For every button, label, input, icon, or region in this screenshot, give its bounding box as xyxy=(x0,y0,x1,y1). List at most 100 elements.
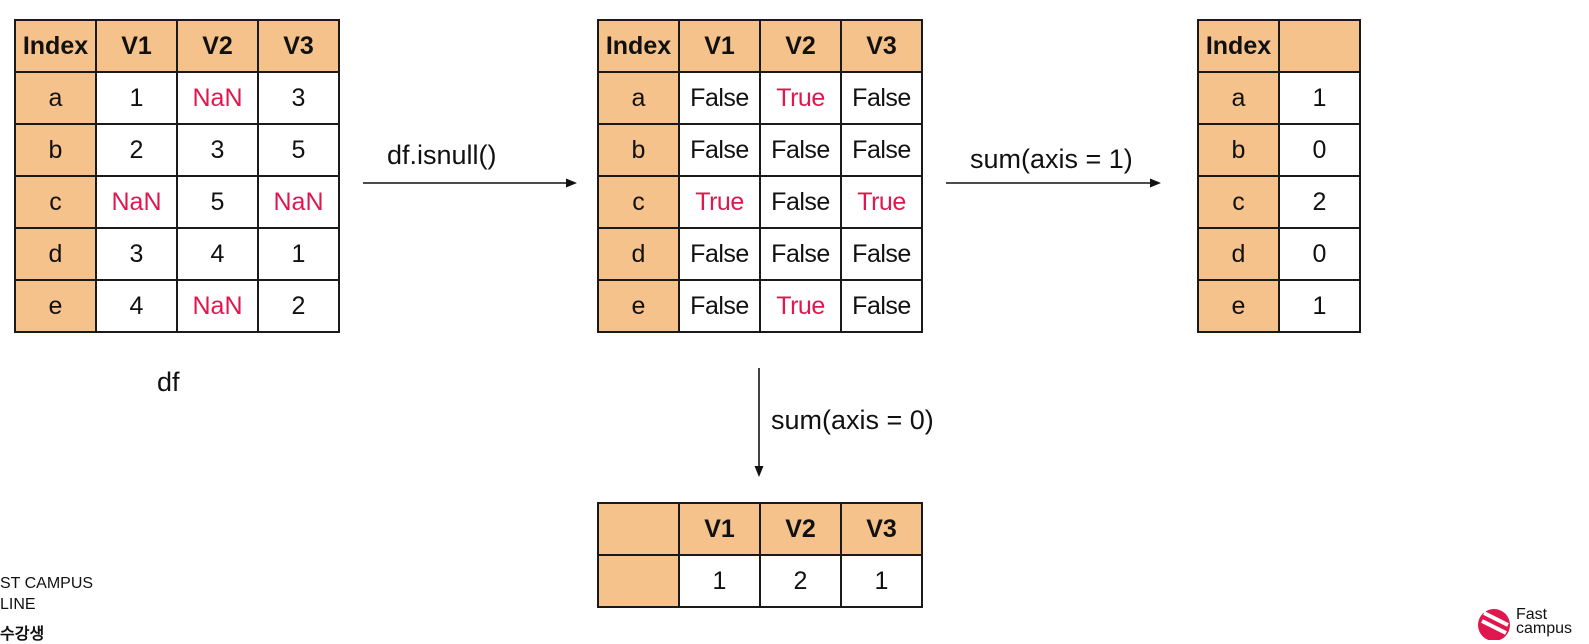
value-cell: 5 xyxy=(176,175,259,229)
header-cell xyxy=(1278,19,1361,73)
value-cell: 4 xyxy=(176,227,259,281)
value-cell: 1 xyxy=(840,554,923,608)
header-cell: V2 xyxy=(759,502,842,556)
header-cell: V2 xyxy=(759,19,842,73)
table-row: b 2 3 5 xyxy=(14,123,340,177)
table-row: a 1 xyxy=(1197,71,1361,125)
footer-line-3: 수강생 xyxy=(0,626,45,643)
df-table: Index V1 V2 V3 a 1 NaN 3 b 2 3 5 c NaN 5… xyxy=(14,19,340,333)
bool-cell: False xyxy=(759,175,842,229)
table-row: a False True False xyxy=(597,71,923,125)
index-cell: b xyxy=(14,123,97,177)
header-cell: V1 xyxy=(678,19,761,73)
isnull-arrow xyxy=(363,178,577,188)
col-sum-table: V1 V2 V3 1 2 1 xyxy=(597,502,923,608)
table-row: e False True False xyxy=(597,279,923,333)
index-cell: b xyxy=(597,123,680,177)
table-row: d 3 4 1 xyxy=(14,227,340,281)
index-cell: e xyxy=(597,279,680,333)
value-cell: 2 xyxy=(759,554,842,608)
bool-cell: False xyxy=(678,227,761,281)
header-cell: Index xyxy=(1197,19,1280,73)
value-cell: 0 xyxy=(1278,123,1361,177)
index-cell xyxy=(597,554,680,608)
true-cell: True xyxy=(759,71,842,125)
index-cell: c xyxy=(1197,175,1280,229)
index-cell: d xyxy=(597,227,680,281)
header-cell: V1 xyxy=(95,19,178,73)
index-cell: e xyxy=(1197,279,1280,333)
footer-line-2: LINE xyxy=(0,596,36,613)
bool-cell: False xyxy=(678,279,761,333)
sum-axis1-label: sum(axis = 1) xyxy=(970,144,1133,174)
true-cell: True xyxy=(678,175,761,229)
value-cell: 3 xyxy=(95,227,178,281)
sum-axis0-arrow xyxy=(754,368,764,477)
table-header-row: Index V1 V2 V3 xyxy=(597,19,923,73)
bool-cell: False xyxy=(678,71,761,125)
table-row: 1 2 1 xyxy=(597,554,923,608)
index-cell: d xyxy=(14,227,97,281)
value-cell: 1 xyxy=(1278,71,1361,125)
bool-cell: False xyxy=(759,123,842,177)
value-cell: 2 xyxy=(95,123,178,177)
value-cell: 3 xyxy=(257,71,340,125)
index-cell: d xyxy=(1197,227,1280,281)
header-cell: V1 xyxy=(678,502,761,556)
index-cell: c xyxy=(597,175,680,229)
value-cell: 2 xyxy=(1278,175,1361,229)
table-row: b 0 xyxy=(1197,123,1361,177)
value-cell: 3 xyxy=(176,123,259,177)
table-row: c NaN 5 NaN xyxy=(14,175,340,229)
table-header-row: V1 V2 V3 xyxy=(597,502,923,556)
index-cell: b xyxy=(1197,123,1280,177)
row-sum-table: Index a 1 b 0 c 2 d 0 e 1 xyxy=(1197,19,1361,333)
brand-text-line-2: campus xyxy=(1516,620,1573,637)
value-cell: 5 xyxy=(257,123,340,177)
bool-cell: False xyxy=(840,71,923,125)
table-row: a 1 NaN 3 xyxy=(14,71,340,125)
value-cell: 1 xyxy=(95,71,178,125)
footer-line-1: ST CAMPUS xyxy=(0,575,94,592)
table-row: d 0 xyxy=(1197,227,1361,281)
index-cell: a xyxy=(597,71,680,125)
value-cell: 1 xyxy=(678,554,761,608)
nan-cell: NaN xyxy=(95,175,178,229)
df-label: df xyxy=(157,367,180,397)
index-cell: c xyxy=(14,175,97,229)
isnull-label: df.isnull() xyxy=(387,140,497,170)
table-row: b False False False xyxy=(597,123,923,177)
nan-cell: NaN xyxy=(257,175,340,229)
header-cell: V3 xyxy=(840,502,923,556)
table-row: c True False True xyxy=(597,175,923,229)
table-row: e 1 xyxy=(1197,279,1361,333)
header-cell: Index xyxy=(597,19,680,73)
header-cell: V3 xyxy=(257,19,340,73)
header-cell xyxy=(597,502,680,556)
bool-cell: False xyxy=(678,123,761,177)
bool-cell: False xyxy=(840,123,923,177)
table-row: d False False False xyxy=(597,227,923,281)
table-header-row: Index V1 V2 V3 xyxy=(14,19,340,73)
index-cell: a xyxy=(1197,71,1280,125)
brand-text-line-1: Fast xyxy=(1516,606,1548,623)
header-cell: Index xyxy=(14,19,97,73)
value-cell: 1 xyxy=(257,227,340,281)
bool-cell: False xyxy=(840,227,923,281)
header-cell: V2 xyxy=(176,19,259,73)
brand-name: Fast campus xyxy=(1516,606,1573,637)
fastcampus-logo-icon xyxy=(1478,609,1510,640)
bool-cell: False xyxy=(840,279,923,333)
table-row: c 2 xyxy=(1197,175,1361,229)
value-cell: 2 xyxy=(257,279,340,333)
true-cell: True xyxy=(840,175,923,229)
nan-cell: NaN xyxy=(176,279,259,333)
isnull-table: Index V1 V2 V3 a False True False b Fals… xyxy=(597,19,923,333)
bool-cell: False xyxy=(759,227,842,281)
nan-cell: NaN xyxy=(176,71,259,125)
sum-axis1-arrow xyxy=(946,178,1161,188)
sum-axis0-label: sum(axis = 0) xyxy=(771,405,934,435)
index-cell: a xyxy=(14,71,97,125)
value-cell: 1 xyxy=(1278,279,1361,333)
